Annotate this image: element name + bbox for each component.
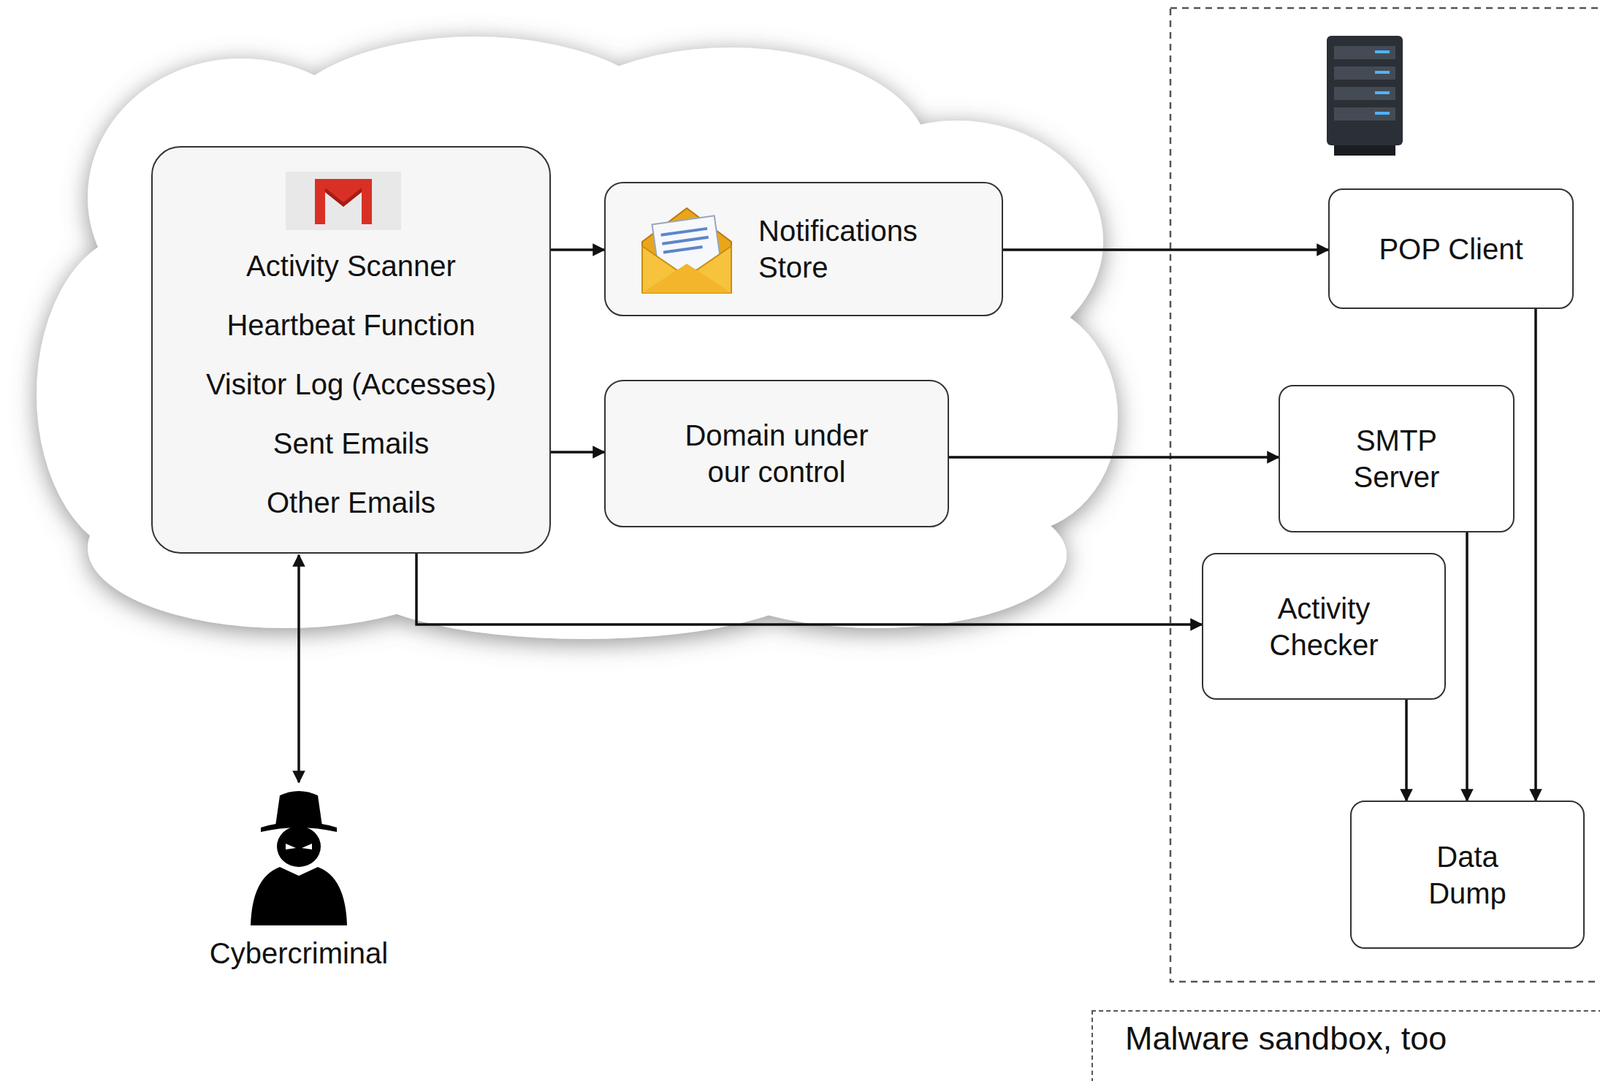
sandbox-note: Malware sandbox, too <box>1091 1010 1600 1081</box>
connector-arrow <box>1534 309 1538 801</box>
node-text: SMTP Server <box>1327 422 1467 496</box>
connector-arrow <box>1003 248 1329 252</box>
cloud-shape <box>36 36 1118 640</box>
domain-box: Domain under our control <box>604 379 950 528</box>
node-text: Sent Emails <box>273 414 429 474</box>
cybercriminal-figure: Cybercriminal <box>196 785 402 972</box>
node-text: Other Emails <box>266 473 436 533</box>
node-text: Heartbeat Function <box>226 295 475 356</box>
node-text: Notifications Store <box>758 212 978 286</box>
node-text: Activity Checker <box>1243 590 1405 664</box>
node-text: Malware sandbox, too <box>1125 1020 1447 1058</box>
node-text: Domain under our control <box>667 417 887 491</box>
notifications-store-box: Notifications Store <box>604 181 1004 317</box>
activity-checker-box: Activity Checker <box>1201 553 1446 700</box>
connector-arrow <box>949 455 1279 459</box>
smtp-server-box: SMTP Server <box>1278 385 1515 533</box>
connector-arrow <box>550 248 605 252</box>
connector-arrow <box>1404 699 1408 801</box>
node-text: Cybercriminal <box>209 935 389 972</box>
connector-arrow <box>416 553 1202 625</box>
criminal-silhouette <box>244 785 353 926</box>
node-text: Activity Scanner <box>246 236 456 296</box>
gmail-account-box: Activity ScannerHeartbeat FunctionVisito… <box>151 146 551 554</box>
node-text: POP Client <box>1378 230 1523 268</box>
server-icon <box>1326 35 1403 156</box>
node-text: Visitor Log (Accesses) <box>206 355 497 415</box>
pop-client-box: POP Client <box>1328 188 1574 310</box>
connector-arrow <box>297 555 301 783</box>
connector-arrow <box>1465 532 1469 801</box>
data-dump-box: Data Dump <box>1350 800 1585 950</box>
sandbox-boundary <box>1170 8 1600 982</box>
gmail-logo <box>285 171 402 231</box>
connector-arrow <box>550 450 605 454</box>
node-text: Data Dump <box>1409 838 1527 912</box>
envelope-icon <box>637 203 736 296</box>
